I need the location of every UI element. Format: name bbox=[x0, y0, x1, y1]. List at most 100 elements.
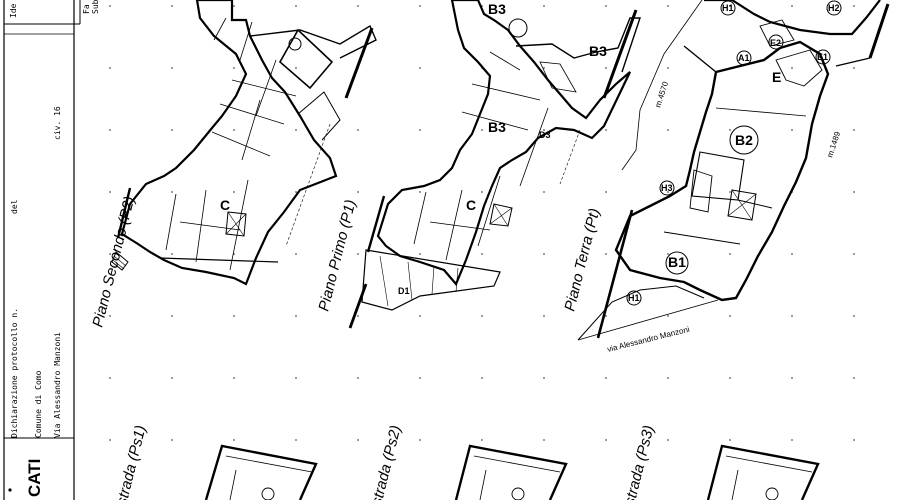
room-tag-b2: B2 bbox=[735, 132, 753, 148]
room-tag-e1: E1 bbox=[817, 52, 828, 62]
grid-dot bbox=[233, 129, 235, 131]
room-tag-e2: E2 bbox=[770, 38, 781, 48]
comune-label: Comune di Como bbox=[34, 370, 43, 438]
floor-plan-ps1 bbox=[204, 444, 318, 500]
grid-dot bbox=[109, 315, 111, 317]
floor-plan-ps3 bbox=[706, 444, 820, 500]
grid-dot bbox=[667, 129, 669, 131]
grid-dot bbox=[295, 129, 297, 131]
grid-dot bbox=[729, 5, 731, 7]
m1489-label: m.1489 bbox=[825, 130, 842, 159]
grid-dot bbox=[481, 129, 483, 131]
grid-dot bbox=[729, 377, 731, 379]
room-tag-h2: H2 bbox=[828, 3, 840, 13]
grid-dot bbox=[543, 191, 545, 193]
grid-dot bbox=[419, 67, 421, 69]
grid-dot bbox=[791, 67, 793, 69]
grid-dot bbox=[729, 315, 731, 317]
grid-dot bbox=[171, 253, 173, 255]
grid-dot bbox=[729, 439, 731, 441]
floor-plan-ps2 bbox=[454, 444, 568, 500]
grid-dot bbox=[481, 377, 483, 379]
grid-dot bbox=[357, 315, 359, 317]
grid-dot bbox=[667, 253, 669, 255]
grid-dot bbox=[605, 67, 607, 69]
grid-dot bbox=[605, 315, 607, 317]
grid-dot bbox=[543, 315, 545, 317]
floor-label-pt: Piano Terra (Pt) bbox=[561, 207, 603, 313]
grid-dot bbox=[791, 253, 793, 255]
grid-dot bbox=[605, 191, 607, 193]
dichiarazione-label: Dichiarazione protocollo n. bbox=[10, 308, 19, 438]
side-heading: CATI bbox=[25, 459, 44, 497]
floor-plan-p1 bbox=[348, 0, 641, 329]
room-tag-h1-bottom: H1 bbox=[628, 293, 640, 303]
grid-dot bbox=[605, 253, 607, 255]
grid-dot bbox=[171, 439, 173, 441]
grid-dot bbox=[233, 439, 235, 441]
grid-dot bbox=[481, 191, 483, 193]
grid-dot bbox=[853, 67, 855, 69]
grid-dot bbox=[667, 439, 669, 441]
grid-dot bbox=[357, 439, 359, 441]
grid-dot bbox=[419, 315, 421, 317]
floor-labels: Piano Secondo (P2) Piano Primo (P1) Pian… bbox=[89, 195, 657, 500]
grid-dot bbox=[171, 315, 173, 317]
grid-dot bbox=[295, 67, 297, 69]
grid-dot bbox=[853, 191, 855, 193]
grid-dot bbox=[729, 129, 731, 131]
floor-plan-pt bbox=[577, 0, 890, 341]
room-tag-b3-top: B3 bbox=[488, 1, 506, 17]
grid-dot bbox=[853, 439, 855, 441]
floor-label-ps3: strada (Ps3) bbox=[621, 424, 657, 500]
floor-plan-p2 bbox=[111, 0, 377, 286]
grid-dot bbox=[791, 315, 793, 317]
grid-dot bbox=[109, 191, 111, 193]
grid-dot bbox=[357, 129, 359, 131]
room-tag-b3-p1: B3 bbox=[488, 119, 506, 135]
dot-grid bbox=[109, 5, 855, 441]
room-tag-h1-top: H1 bbox=[722, 3, 734, 13]
room-tags: B3 B3 B3 B2 B1 D3 D1 C C E E1 E2 A1 H1 H… bbox=[220, 1, 840, 303]
bullet-dot bbox=[8, 488, 12, 492]
grid-dot bbox=[109, 67, 111, 69]
grid-dot bbox=[481, 315, 483, 317]
grid-dot bbox=[481, 253, 483, 255]
fa-label: Fa bbox=[82, 4, 91, 14]
grid-dot bbox=[667, 315, 669, 317]
floor-label-p1: Piano Primo (P1) bbox=[315, 198, 359, 313]
grid-dot bbox=[605, 439, 607, 441]
grid-dot bbox=[357, 377, 359, 379]
grid-dot bbox=[357, 253, 359, 255]
grid-dot bbox=[543, 439, 545, 441]
sub-label: Sub bbox=[91, 0, 100, 14]
grid-dot bbox=[109, 253, 111, 255]
grid-dot bbox=[605, 377, 607, 379]
room-tag-d1: D1 bbox=[398, 286, 410, 296]
grid-dot bbox=[109, 377, 111, 379]
grid-dot bbox=[233, 315, 235, 317]
grid-dot bbox=[357, 5, 359, 7]
floor-label-ps2: strada (Ps2) bbox=[368, 424, 404, 500]
grid-dot bbox=[295, 5, 297, 7]
form-strip-text: Dichiarazione protocollo n. del Comune d… bbox=[8, 0, 100, 497]
grid-dot bbox=[667, 5, 669, 7]
grid-dot bbox=[109, 5, 111, 7]
form-strip bbox=[3, 0, 81, 500]
grid-dot bbox=[233, 5, 235, 7]
grid-dot bbox=[171, 191, 173, 193]
grid-dot bbox=[233, 191, 235, 193]
room-tag-b3-mid: B3 bbox=[589, 43, 607, 59]
grid-dot bbox=[171, 377, 173, 379]
floor-label-ps1: strada (Ps1) bbox=[113, 424, 149, 500]
grid-dot bbox=[543, 129, 545, 131]
grid-dot bbox=[791, 5, 793, 7]
grid-dot bbox=[171, 67, 173, 69]
grid-dot bbox=[419, 439, 421, 441]
grid-dot bbox=[109, 439, 111, 441]
grid-dot bbox=[543, 253, 545, 255]
grid-dot bbox=[171, 129, 173, 131]
del-label: del bbox=[10, 199, 19, 214]
